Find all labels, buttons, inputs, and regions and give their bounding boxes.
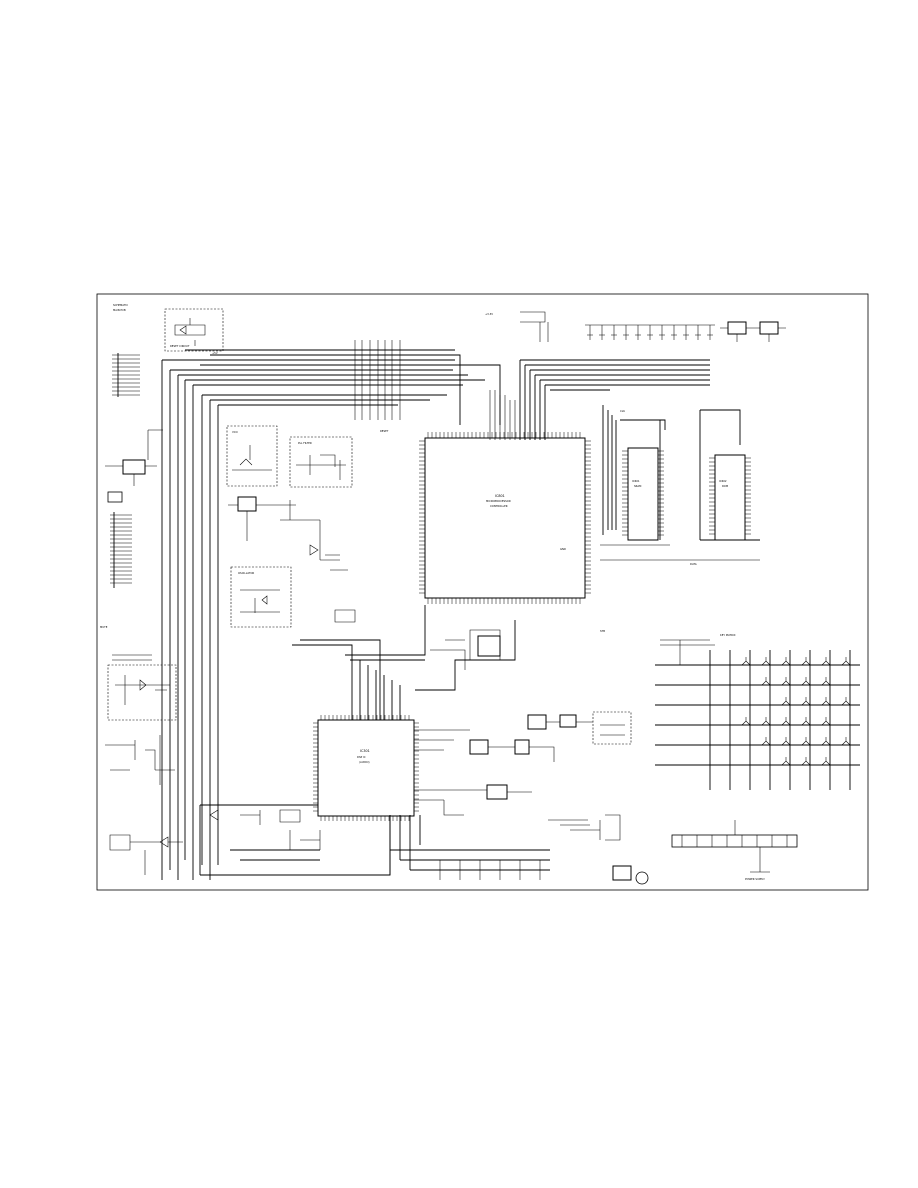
reset-block-outline — [164, 308, 224, 352]
key-switch — [801, 757, 811, 766]
key-switch — [801, 677, 811, 686]
key-switch — [781, 697, 791, 706]
main-mcu: IC801 MICROPROCESSOR CONTROLLER — [419, 432, 591, 604]
net-label-stb: STB — [600, 629, 605, 633]
small-ic-mid — [477, 635, 501, 657]
vco-block-outline — [226, 425, 278, 487]
net-label-3v3: +3.3V — [485, 312, 493, 316]
regulator-box — [122, 459, 146, 475]
schematic-frame — [96, 293, 869, 891]
title-block-line1: SCHEMATIC — [113, 303, 128, 307]
key-switch — [741, 657, 751, 666]
op-amp-c — [559, 714, 577, 728]
connector-dashed-right — [592, 711, 632, 745]
key-switch — [841, 697, 851, 706]
net-label-data: DATA — [690, 562, 697, 566]
key-switch — [821, 697, 831, 706]
dsp-chip-part: DSP IC — [357, 755, 366, 759]
key-switch — [761, 677, 771, 686]
key-switch — [761, 717, 771, 726]
left-dashed-block — [107, 664, 177, 721]
key-switch — [781, 757, 791, 766]
key-switch — [781, 677, 791, 686]
main-mcu-sub: CONTROLLER — [490, 504, 508, 508]
key-switch — [801, 697, 811, 706]
vco-block-label: VCO — [232, 430, 238, 434]
main-mcu-part: MICROPROCESSOR — [486, 499, 511, 503]
net-label-reset: RESET — [380, 429, 389, 433]
led-row — [671, 820, 798, 873]
op-amp-a — [469, 739, 489, 755]
bottom-ground-symbol — [635, 871, 649, 885]
key-switch — [821, 677, 831, 686]
title-block-line2: MAIN PCB — [113, 308, 126, 312]
key-switch — [841, 657, 851, 666]
key-switch — [801, 737, 811, 746]
net-label-clk: CLK — [620, 409, 625, 413]
power-supply-label: POWER SUPPLY — [745, 877, 765, 881]
top-right-ic-a — [727, 321, 747, 335]
key-switch — [741, 717, 751, 726]
key-switch — [781, 717, 791, 726]
memory-chip-a: IC601 SRAM — [622, 447, 664, 541]
left-connector-top — [112, 353, 140, 397]
pll-block-label: PLL FILTER — [298, 441, 312, 445]
key-switch — [801, 717, 811, 726]
dsp-chip: IC301 DSP IC (AUDIO) — [313, 715, 419, 821]
key-matrix-label: KEY MATRIX — [720, 633, 736, 637]
key-switch — [801, 657, 811, 666]
net-label-gnd: GND — [560, 547, 566, 551]
top-right-ic-b — [759, 321, 779, 335]
main-mcu-ref: IC801 — [495, 494, 505, 498]
net-label-vcc: +5V — [212, 351, 218, 355]
key-switch — [761, 737, 771, 746]
op-amp-d — [514, 739, 530, 755]
bottom-ic-small — [612, 865, 632, 881]
dsp-chip-sub: (AUDIO) — [359, 760, 370, 764]
key-switch — [781, 737, 791, 746]
memory-chip-b-ref: IC602 — [719, 479, 727, 483]
memory-chip-b-part: ROM — [722, 484, 728, 488]
transistor-box — [237, 496, 257, 512]
op-amp-b — [527, 714, 547, 730]
key-switch — [841, 737, 851, 746]
key-switch — [821, 737, 831, 746]
osc-block-outline — [230, 566, 292, 628]
key-switch — [821, 657, 831, 666]
top-right-component-row — [585, 324, 715, 340]
memory-chip-b: IC602 ROM — [709, 454, 751, 541]
net-label-mute: MUTE — [100, 625, 108, 629]
reset-block-label: RESET CIRCUIT — [170, 344, 190, 348]
memory-chip-a-ref: IC601 — [632, 479, 640, 483]
left-connector-mid — [107, 491, 132, 588]
key-switch — [781, 657, 791, 666]
key-switch — [761, 657, 771, 666]
key-switch — [821, 717, 831, 726]
op-amp-e — [486, 784, 508, 800]
key-matrix: KEY MATRIX — [655, 633, 860, 790]
key-switch — [821, 757, 831, 766]
osc-block-label: OSCILLATOR — [238, 571, 254, 575]
dsp-chip-ref: IC301 — [360, 749, 370, 753]
memory-chip-a-part: SRAM — [634, 484, 641, 488]
